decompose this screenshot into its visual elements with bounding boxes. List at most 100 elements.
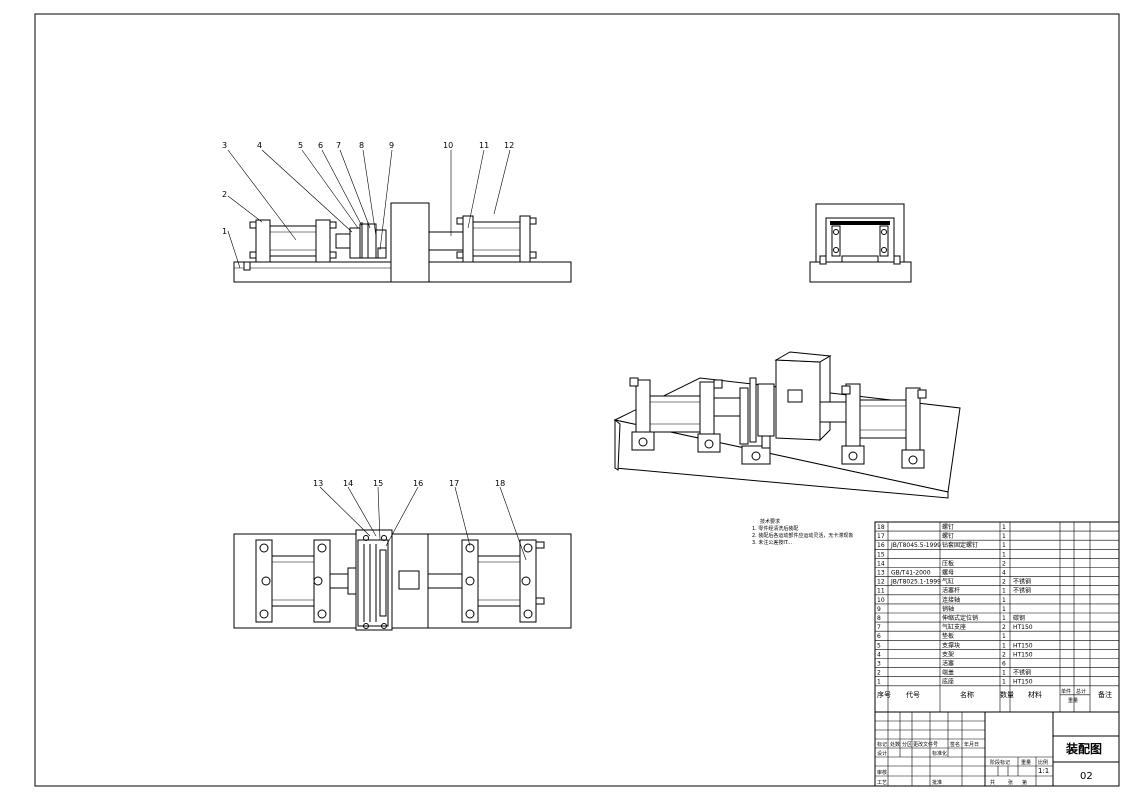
bom-cell-name: 螺母: [942, 569, 954, 577]
bom-cell-material: 不锈钢: [1013, 669, 1031, 677]
balloon-17: 17: [449, 479, 459, 488]
balloon-5: 5: [298, 141, 303, 150]
bom-cell-material: 不锈钢: [1013, 578, 1031, 586]
bom-cell-no: 17: [877, 533, 885, 540]
bom-cell-no: 10: [877, 597, 885, 604]
bom-header-single: 单件: [1061, 688, 1071, 695]
notes-line-2: 2. 装配后各运动部件应运动灵活，无卡滞现象: [752, 532, 853, 539]
bom-cell-qty: 1: [1002, 679, 1006, 686]
bom-cell-no: 12: [877, 579, 885, 586]
bom-cell-code: JB/T8025.1-1999: [890, 579, 941, 586]
tb-label-approve: 批准: [932, 779, 942, 786]
front-view-leaders: [227, 149, 511, 269]
top-view-balloons: 13 14 15 16 17 18: [313, 479, 505, 488]
balloon-16: 16: [413, 479, 423, 488]
tb-scale-value: 1:1: [1038, 767, 1049, 775]
bom-cell-qty: 1: [1002, 588, 1006, 595]
top-view-leaders: [319, 486, 527, 561]
balloon-13: 13: [313, 479, 323, 488]
bom-cell-no: 8: [877, 615, 881, 622]
bom-cell-qty: 4: [1002, 570, 1006, 577]
tb-label-date: 年月日: [964, 741, 979, 748]
bom-cell-no: 1: [877, 679, 881, 686]
bom-cell-name: 活塞杆: [942, 587, 960, 595]
bom-cell-name: 连接轴: [942, 596, 960, 604]
bom-cell-name: 垫板: [942, 632, 954, 640]
bom-cell-qty: 2: [1002, 651, 1006, 658]
tb-label-standard: 标准化: [932, 750, 947, 757]
bom-cell-qty: 1: [1002, 533, 1006, 540]
bom-cell-name: 活塞: [942, 660, 954, 668]
tb-label-change-doc: 更改文件号: [913, 741, 938, 748]
balloon-10: 10: [443, 141, 453, 150]
notes-line-3: 3. 未注公差按IT...: [752, 539, 792, 546]
tb-label-design: 设计: [877, 750, 887, 757]
bom-header-no: 序号: [877, 690, 891, 699]
bom-cell-name: 支撑块: [942, 641, 960, 649]
balloon-4: 4: [257, 141, 262, 150]
bom-cell-code: JB/T8045.5-1999: [890, 542, 941, 549]
drawing-frame: [34, 13, 1120, 787]
bom-cell-no: 14: [877, 560, 885, 567]
isometric-view: [613, 351, 961, 499]
bom-cell-qty: 6: [1002, 661, 1006, 668]
front-view: [233, 202, 572, 283]
balloon-3: 3: [222, 141, 227, 150]
tb-label-zone: 分区: [902, 741, 912, 748]
bom-cell-material: HT150: [1013, 624, 1033, 631]
bom-header-remark: 备注: [1098, 690, 1112, 699]
balloon-15: 15: [373, 479, 383, 488]
bom-header-weight: 重量: [1068, 697, 1078, 704]
bom-header-name: 名称: [960, 690, 974, 699]
balloon-18: 18: [495, 479, 505, 488]
bom-cell-name: 气缸支座: [942, 623, 966, 631]
bom-cell-name: 端盖: [942, 669, 954, 677]
bom-cell-material: 不锈钢: [1013, 587, 1031, 595]
bom-cell-qty: 2: [1002, 624, 1006, 631]
side-view: [809, 203, 912, 283]
balloon-11: 11: [479, 141, 489, 150]
tb-label-scale: 比例: [1038, 759, 1048, 766]
bom-cell-material: 碳钢: [1013, 614, 1025, 622]
bom-cell-qty: 2: [1002, 579, 1006, 586]
tb-drawing-name: 装配图: [1065, 741, 1102, 756]
bom-cell-name: 螺钉: [942, 532, 954, 540]
bom-cell-no: 11: [877, 588, 885, 595]
tb-label-sheet-no: 第: [1022, 779, 1027, 786]
bom-cell-no: 5: [877, 642, 881, 649]
notes-line-1: 1. 零件经清洗后装配: [752, 525, 798, 532]
tb-label-count: 处数: [890, 741, 900, 748]
tb-label-process: 工艺: [877, 780, 887, 786]
technical-requirements: 技术要求 1. 零件经清洗后装配 2. 装配后各运动部件应运动灵活，无卡滞现象 …: [752, 518, 853, 546]
bom-cell-qty: 1: [1002, 542, 1006, 549]
bom-cell-qty: 1: [1002, 551, 1006, 558]
top-view: [233, 529, 572, 631]
bom-cell-material: HT150: [1013, 679, 1033, 686]
bom-cell-qty: 1: [1002, 597, 1006, 604]
bom-cell-qty: 1: [1002, 615, 1006, 622]
bom-cell-name: 气缸: [942, 578, 954, 586]
bom-cell-no: 13: [877, 570, 885, 577]
bom-cell-no: 7: [877, 624, 881, 631]
tb-label-sheets: 共: [990, 779, 995, 786]
bom-cell-qty: 1: [1002, 633, 1006, 640]
bom-cell-name: 螺钉: [942, 523, 954, 531]
tb-drawing-no: 02: [1080, 771, 1093, 782]
tb-label-check: 审核: [877, 769, 887, 776]
bom-cell-name: 伸缩式定位销: [942, 614, 978, 622]
bom-cell-qty: 1: [1002, 524, 1006, 531]
bom-header-qty: 数量: [1000, 690, 1014, 699]
balloon-7: 7: [336, 141, 341, 150]
bom-cell-name: 销轴: [942, 605, 954, 613]
bom-cell-no: 15: [877, 551, 885, 558]
bom-cell-name: 支架: [942, 650, 954, 658]
bom-header-material: 材料: [1028, 690, 1042, 699]
balloon-8: 8: [359, 141, 364, 150]
front-view-balloons: 1 2 3 4 5 6 7 8 9 10 11 12: [222, 141, 514, 236]
bom-cell-qty: 1: [1002, 642, 1006, 649]
balloon-9: 9: [389, 141, 394, 150]
bom-header-total: 总计: [1076, 688, 1086, 695]
bom-cell-qty: 1: [1002, 606, 1006, 613]
